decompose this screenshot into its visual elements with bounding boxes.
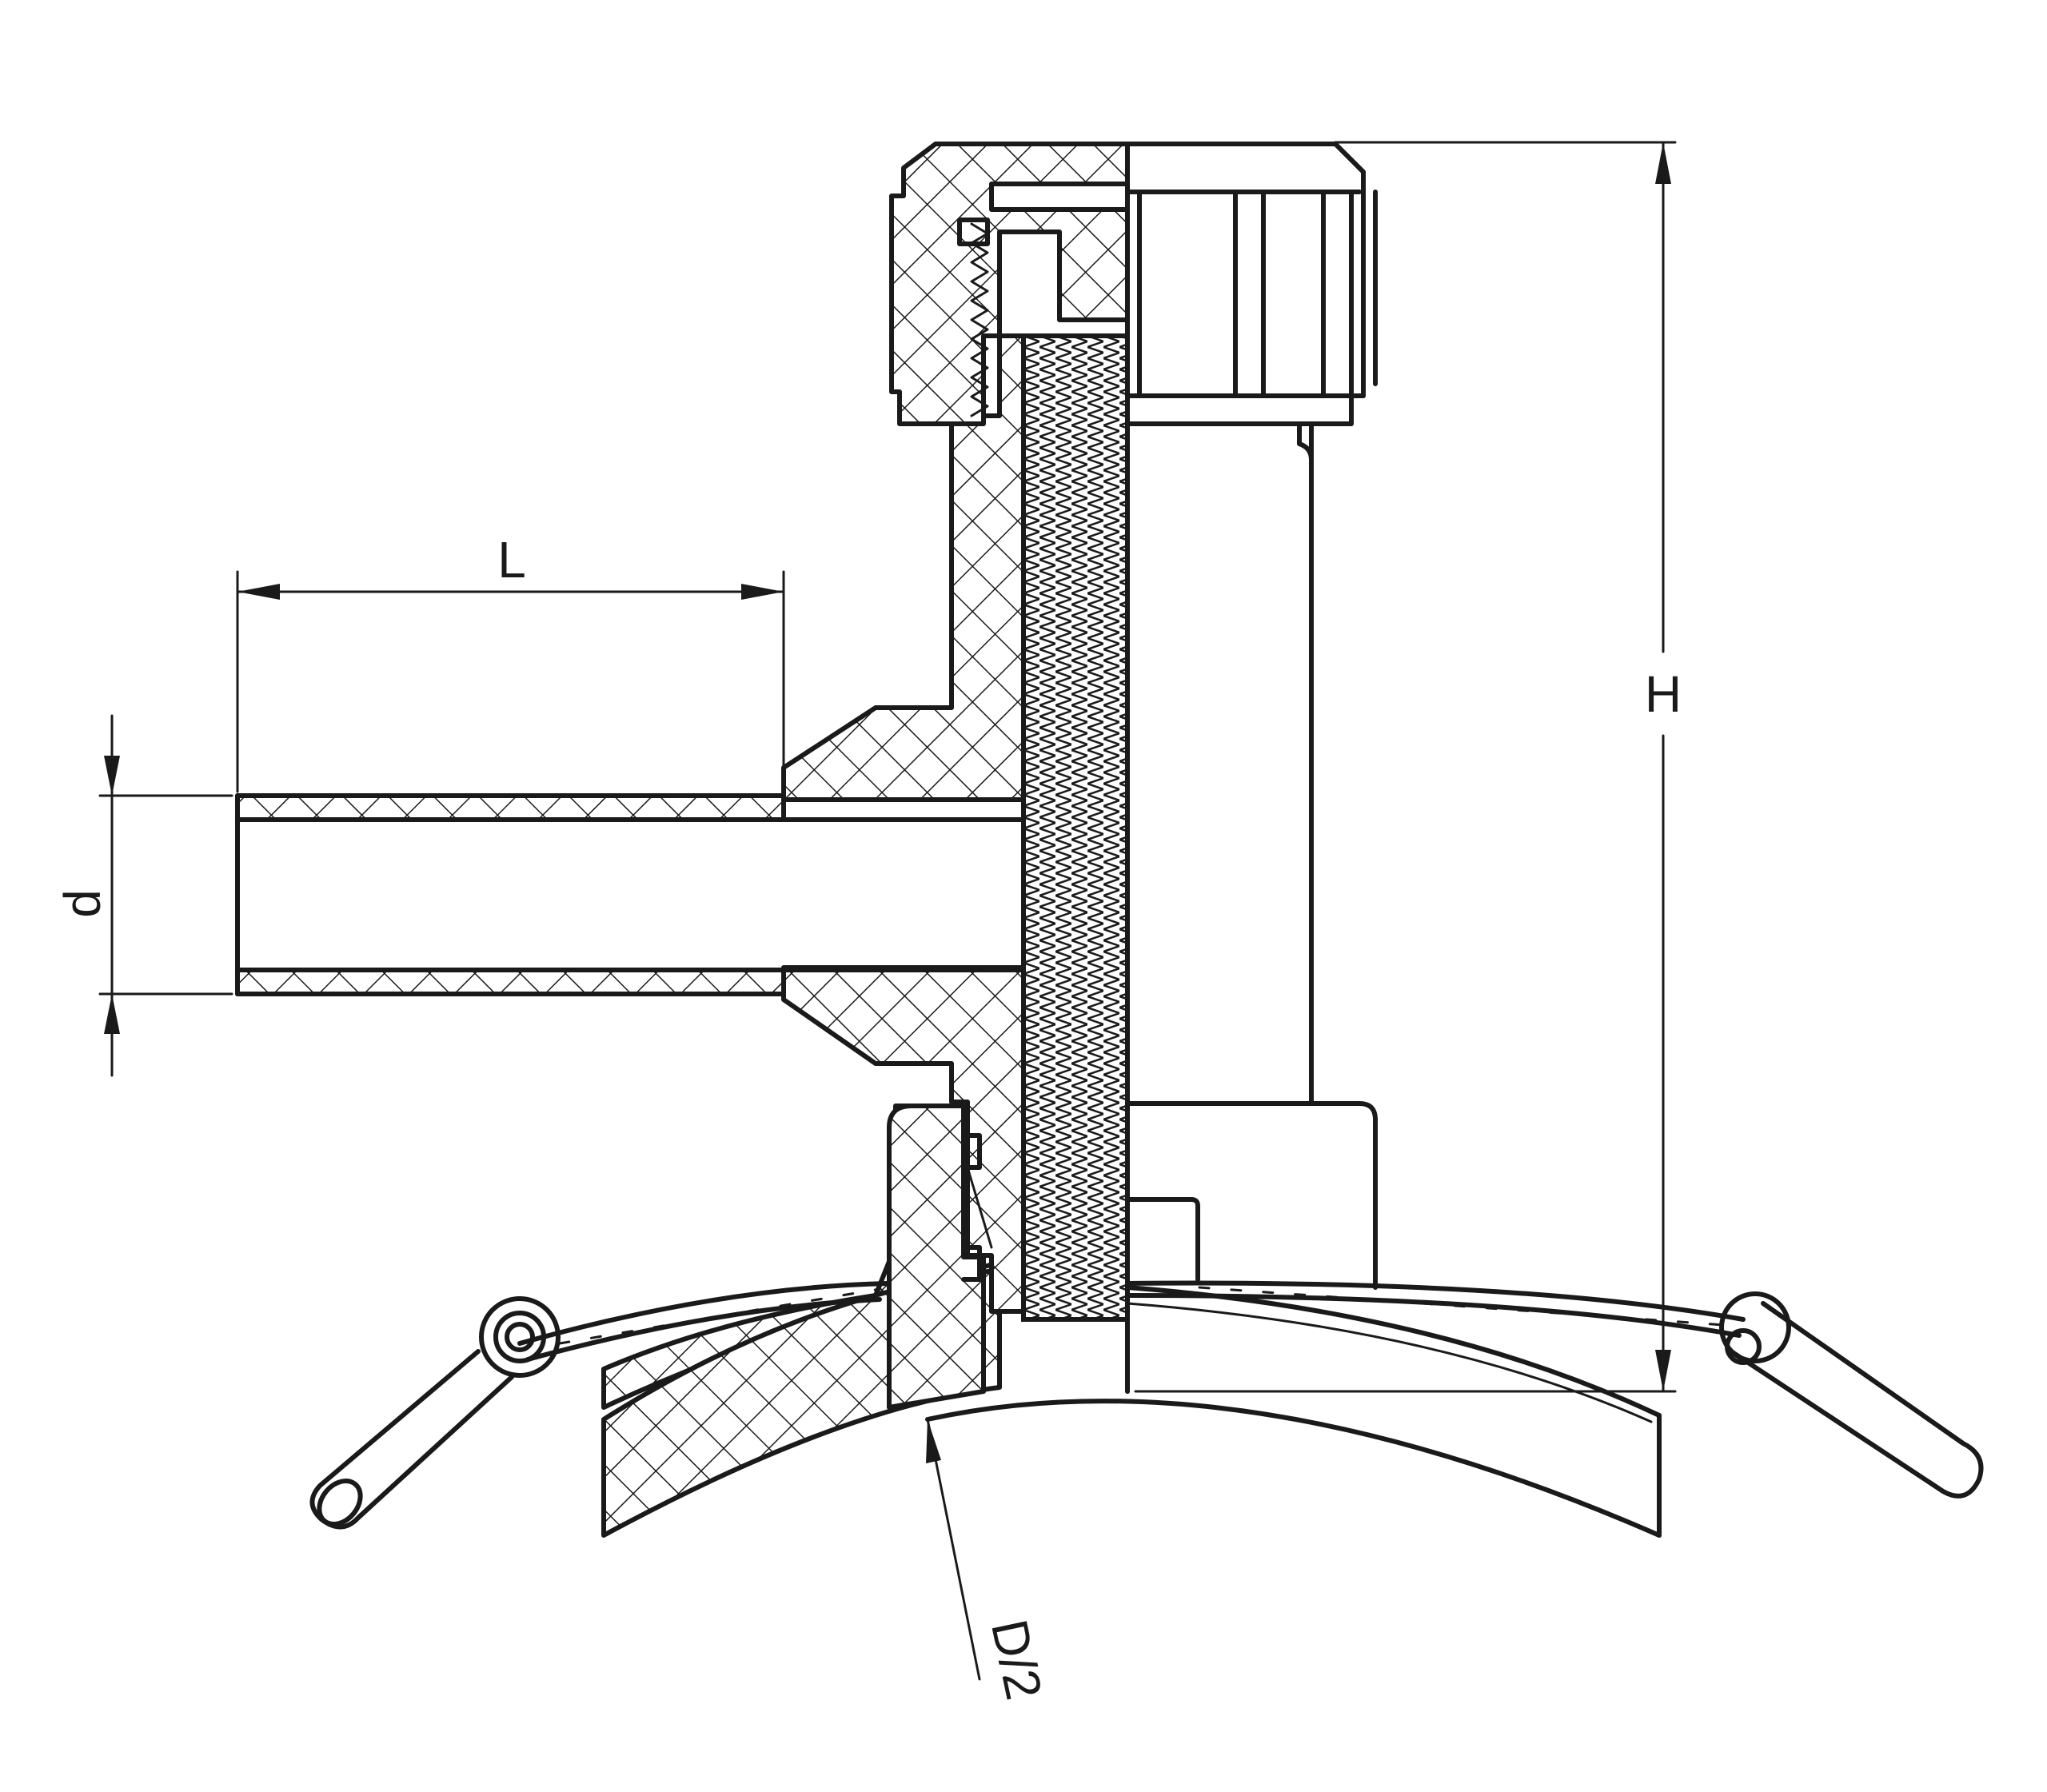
dimension-L: L <box>236 531 785 793</box>
dimension-radius: D/2 <box>926 1418 1053 1705</box>
saddle-base <box>601 1104 1002 1538</box>
label-D-over-2: D/2 <box>980 1614 1053 1704</box>
dimension-H: H <box>1134 141 1682 1393</box>
lever-handle-right <box>1719 1291 1984 1499</box>
tee-body-outline <box>1125 421 1314 1106</box>
outlet-spigot <box>235 793 1026 996</box>
cap <box>889 142 1378 426</box>
saddle-right-body <box>1125 1101 1378 1394</box>
pipe-surface <box>925 1285 1662 1538</box>
threaded-cutter <box>1021 142 1130 1394</box>
strap-right <box>1125 1280 1746 1338</box>
snap-clips <box>961 1133 993 1282</box>
label-L: L <box>497 531 526 589</box>
dimension-d: d <box>54 714 233 1077</box>
strap-left <box>517 1281 890 1362</box>
lever-handle-left <box>309 1296 561 1530</box>
label-d: d <box>54 889 111 918</box>
label-H: H <box>1645 665 1682 723</box>
